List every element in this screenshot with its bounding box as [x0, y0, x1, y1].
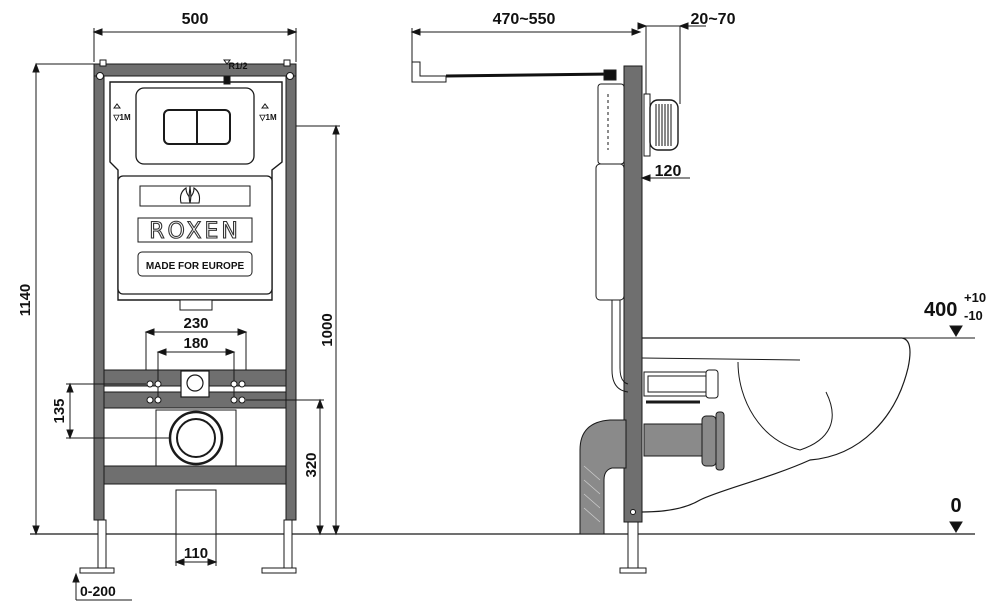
bolt-hole	[154, 380, 162, 388]
label-400: 400	[924, 299, 957, 321]
label-400-minus: -10	[964, 308, 983, 323]
water-inlet-ring	[186, 374, 204, 392]
dim-arrow	[92, 28, 298, 36]
drain-pipe	[175, 489, 217, 535]
label-1140: 1140	[17, 284, 34, 317]
label-500: 500	[182, 11, 209, 28]
drain-pipe-flange	[701, 415, 717, 467]
dim-arrow	[410, 28, 642, 36]
label-leg-adjust: 0-200	[80, 583, 116, 599]
bolt-hole	[230, 396, 238, 404]
cistern-side-top	[597, 83, 625, 165]
tie-rod	[445, 72, 613, 78]
label-level-left: ▽1M	[112, 113, 131, 122]
bolt-hole	[146, 396, 154, 404]
toilet-bowl-inner	[737, 361, 833, 451]
cistern-outlet	[179, 299, 213, 311]
drain-pipe-end	[715, 411, 725, 471]
inlet-fitting	[223, 75, 231, 85]
bracket	[283, 59, 291, 67]
bolt-hole	[230, 380, 238, 388]
drain-elbow-hatch	[583, 465, 601, 523]
dim-arrow	[156, 348, 236, 356]
dim-arrow	[637, 22, 689, 30]
level-arrow-0	[949, 521, 963, 533]
dim-arrow	[174, 558, 218, 566]
side-leg	[627, 521, 639, 571]
label-level-right: ▽1M	[258, 113, 277, 122]
side-foot	[619, 567, 647, 574]
cistern-side-body	[595, 163, 625, 301]
crown-logo	[179, 185, 201, 204]
wall-bracket	[411, 61, 447, 83]
bracket	[99, 59, 107, 67]
left-rail	[93, 63, 105, 521]
label-floor-0: 0	[950, 495, 961, 517]
cross-bar-lower	[103, 465, 287, 485]
label-1000: 1000	[319, 313, 336, 346]
dim-arrow	[316, 398, 324, 536]
flush-pipe	[619, 300, 629, 385]
front-view	[30, 28, 975, 601]
flush-pipe	[611, 300, 629, 393]
water-fitting-cap	[705, 369, 719, 399]
label-depth: 470~550	[493, 11, 556, 28]
brand-name: ROXEN	[149, 219, 241, 244]
drain-elbow	[579, 419, 627, 535]
slogan-box	[137, 251, 253, 277]
level-triangle	[261, 103, 269, 109]
right-rail	[285, 63, 297, 521]
bolt-hole	[146, 380, 154, 388]
label-inlet: R1/2	[228, 61, 247, 71]
bolt	[96, 72, 104, 80]
water-fitting-inner	[647, 375, 709, 393]
label-320: 320	[303, 452, 320, 477]
bolt-hole	[154, 396, 162, 404]
label-110: 110	[184, 545, 208, 562]
label-230: 230	[183, 315, 208, 332]
actuator-ribs	[655, 104, 672, 146]
drain-pipe-side	[643, 423, 707, 457]
plate-mount	[643, 93, 651, 157]
dim-arrow	[640, 174, 651, 182]
level-arrow-400	[949, 325, 963, 337]
frame-post	[623, 65, 643, 523]
label-180: 180	[183, 335, 208, 352]
flush-actuator	[649, 99, 679, 151]
left-leg	[97, 519, 107, 571]
bolt-hole	[238, 396, 246, 404]
label-120: 120	[655, 163, 682, 180]
post-bolt	[630, 509, 636, 515]
toilet-rim	[641, 357, 801, 361]
right-foot	[261, 567, 297, 574]
tie-rod-clamp	[603, 69, 617, 81]
left-foot	[79, 567, 115, 574]
right-leg	[283, 519, 293, 571]
drain-inner-ring	[176, 418, 216, 458]
top-bar	[93, 63, 297, 77]
dim-arrow	[32, 62, 40, 536]
brand-slogan: MADE FOR EUROPE	[146, 261, 245, 272]
toilet-bowl	[641, 337, 911, 513]
brand-box	[137, 217, 253, 243]
side-view	[410, 22, 975, 574]
bolt-hole	[238, 380, 246, 388]
level-triangle	[113, 103, 121, 109]
dim-arrow	[144, 328, 248, 336]
dim-arrow	[72, 572, 80, 583]
label-400-plus: +10	[964, 290, 986, 305]
bolt	[286, 72, 294, 80]
label-135: 135	[51, 398, 68, 423]
inlet-marker	[223, 59, 231, 65]
dim-arrow	[66, 382, 74, 440]
dim-arrow	[332, 124, 340, 536]
label-wall-gap: 20~70	[691, 11, 736, 28]
